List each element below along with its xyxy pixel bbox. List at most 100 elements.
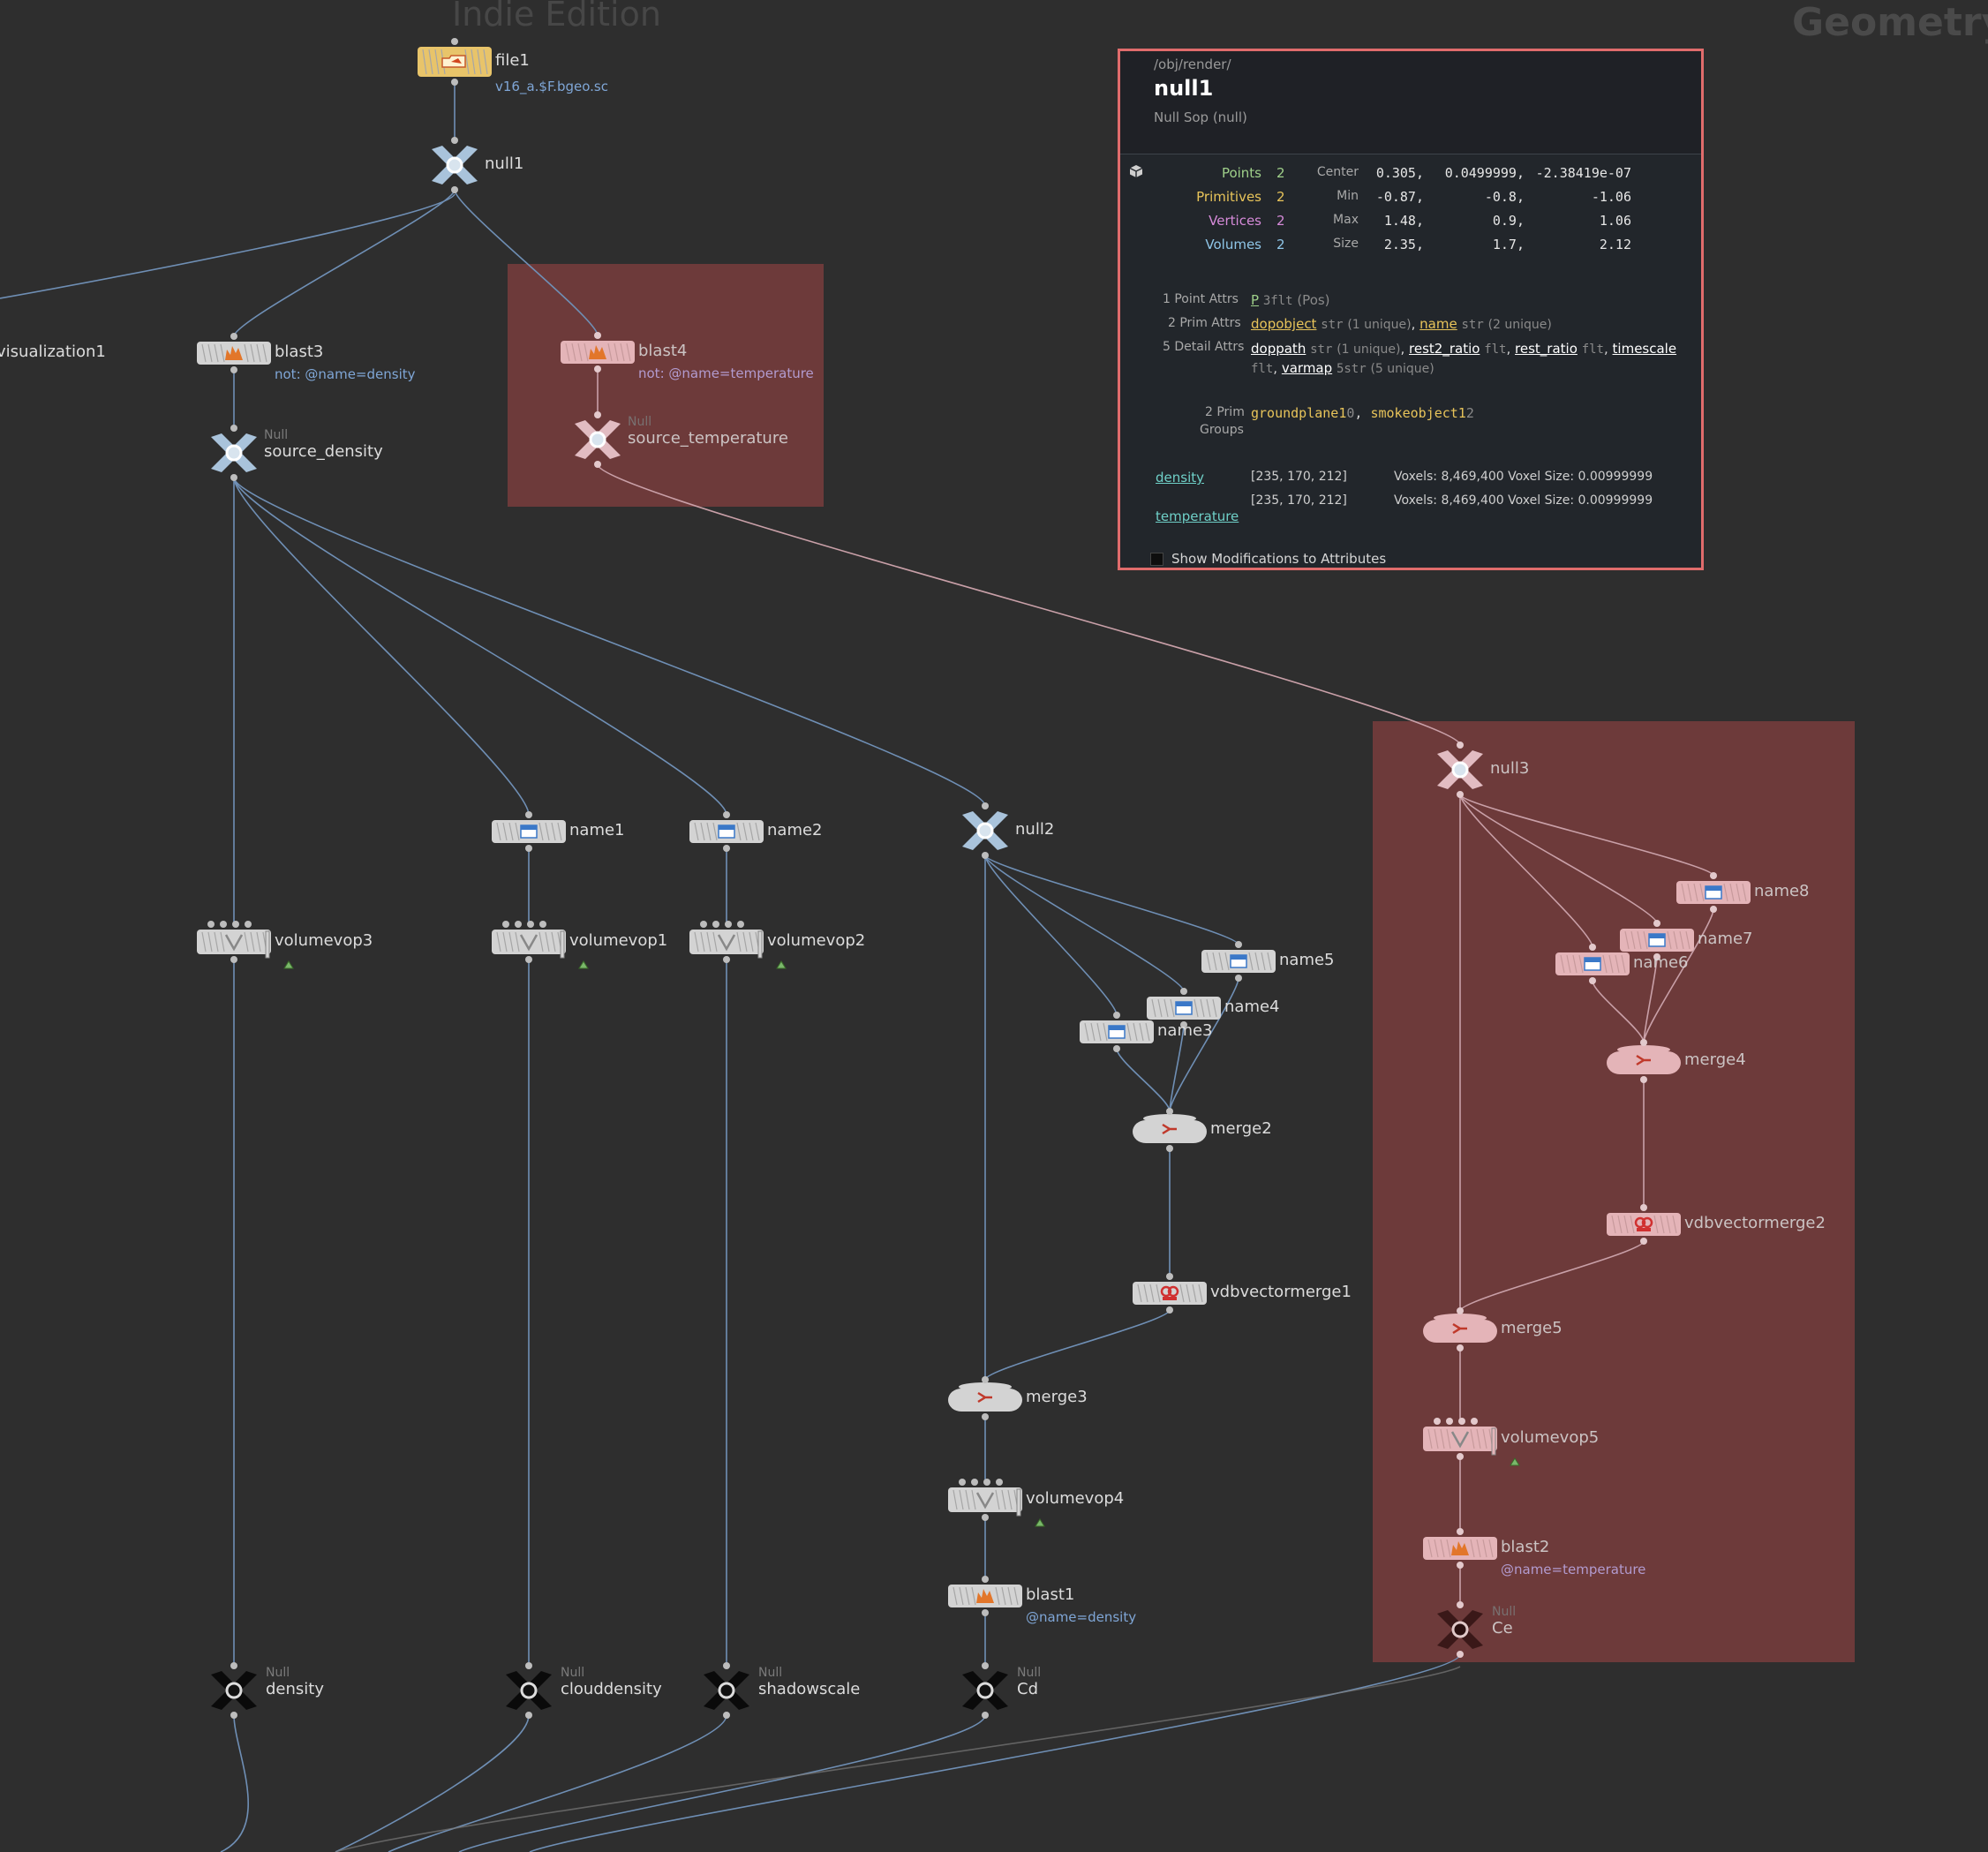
node-label[interactable]: name8	[1754, 882, 1810, 900]
wire-source_density-null2[interactable]	[233, 477, 986, 807]
node-label[interactable]: blast2	[1501, 1538, 1550, 1556]
node-label[interactable]: volumevop3	[275, 931, 373, 950]
node-label[interactable]: null2	[1015, 820, 1055, 839]
node-shape[interactable]	[556, 327, 639, 377]
node-shape[interactable]	[694, 1658, 759, 1723]
node-label[interactable]: merge2	[1210, 1119, 1272, 1138]
node-shape[interactable]	[192, 916, 275, 967]
wire-null3-name8[interactable]	[1459, 794, 1714, 877]
node-shape[interactable]	[1602, 1035, 1685, 1088]
node-shape[interactable]	[424, 132, 486, 198]
node-label[interactable]: volumevop1	[569, 931, 668, 950]
network-box-temperature-source[interactable]	[508, 264, 824, 507]
node-label[interactable]: name4	[1224, 998, 1280, 1016]
node-shape[interactable]	[192, 328, 275, 378]
node-label[interactable]: volumevop5	[1501, 1428, 1600, 1447]
node-shape[interactable]	[1128, 1103, 1211, 1156]
wire-name3-merge2[interactable]	[1116, 1048, 1171, 1112]
wire-Cd-out[interactable]	[458, 1714, 986, 1852]
wire-source_temperature-null3[interactable]	[597, 463, 1461, 746]
node-shape[interactable]	[1615, 915, 1698, 965]
wire-shadowscale-out[interactable]	[388, 1714, 727, 1852]
node-shape[interactable]	[203, 420, 265, 486]
node-shape[interactable]	[1419, 1413, 1502, 1464]
node-shape[interactable]	[953, 1658, 1018, 1723]
node-label[interactable]: blast3	[275, 343, 324, 361]
node-label[interactable]: source_temperature	[628, 429, 788, 448]
node-shape[interactable]	[944, 1474, 1027, 1525]
node-shape[interactable]	[1128, 1269, 1211, 1318]
attr-varmap[interactable]: varmap	[1281, 360, 1333, 376]
node-label[interactable]: vdbvectormerge1	[1210, 1283, 1352, 1301]
node-label[interactable]: shadowscale	[758, 1680, 861, 1698]
wire-faint-out[interactable]	[335, 1666, 1461, 1852]
node-label[interactable]: clouddensity	[561, 1680, 662, 1698]
attr-rest-ratio[interactable]: rest_ratio	[1515, 341, 1578, 357]
attr-rest2-ratio[interactable]: rest2_ratio	[1409, 341, 1480, 357]
node-label[interactable]: null3	[1490, 759, 1530, 778]
wire-null1-blast4[interactable]	[454, 189, 599, 336]
node-label[interactable]: volumevop2	[767, 931, 866, 950]
attr-dopobject[interactable]: dopobject	[1251, 316, 1317, 332]
wire-null1-visualization1[interactable]	[0, 193, 456, 299]
node-shape[interactable]	[1672, 868, 1755, 917]
node-label[interactable]: blast1	[1026, 1585, 1075, 1604]
node-label[interactable]: name6	[1633, 953, 1689, 972]
node-shape[interactable]	[944, 1372, 1027, 1425]
node-shape[interactable]	[1602, 1200, 1685, 1249]
wire-null1-blast3[interactable]	[233, 189, 456, 337]
wire-null3-name7[interactable]	[1459, 794, 1658, 924]
node-visualization1[interactable]: visualization1	[0, 343, 106, 361]
wire-null2-name4[interactable]	[984, 854, 1185, 992]
node-shape[interactable]	[685, 807, 768, 856]
node-label[interactable]: name3	[1157, 1021, 1213, 1040]
group-groundplane1[interactable]: groundplane1	[1251, 405, 1347, 421]
wire-null2-name5[interactable]	[984, 854, 1239, 945]
wire-name4-merge2[interactable]	[1169, 1024, 1185, 1112]
wire-null3-name6[interactable]	[1459, 794, 1593, 948]
wire-source_density-name2[interactable]	[233, 477, 727, 816]
node-shape[interactable]	[1429, 737, 1491, 802]
wire-clouddensity-out[interactable]	[335, 1714, 530, 1852]
node-label[interactable]: source_density	[264, 442, 383, 461]
node-shape[interactable]	[487, 807, 570, 856]
node-shape[interactable]	[487, 916, 570, 967]
node-shape[interactable]	[567, 407, 629, 472]
node-label[interactable]: blast4	[638, 342, 688, 360]
node-label[interactable]: null1	[485, 154, 524, 173]
wire-name5-merge2[interactable]	[1169, 977, 1239, 1112]
node-shape[interactable]	[1427, 1597, 1493, 1662]
wire-vdbvectormerge2-merge5[interactable]	[1459, 1240, 1645, 1312]
network-box-temperature-branch[interactable]	[1373, 721, 1855, 1662]
node-label[interactable]: merge5	[1501, 1319, 1563, 1337]
node-label[interactable]: name1	[569, 821, 625, 839]
node-shape[interactable]	[1075, 1007, 1158, 1057]
attr-name[interactable]: name	[1419, 316, 1457, 332]
node-shape[interactable]	[201, 1658, 267, 1723]
attr-timescale[interactable]: timescale	[1612, 341, 1677, 357]
wire-name6-merge4[interactable]	[1592, 980, 1645, 1043]
volume-name-temperature[interactable]: temperature	[1156, 508, 1239, 524]
node-shape[interactable]	[1551, 939, 1634, 989]
node-label[interactable]: vdbvectormerge2	[1684, 1214, 1826, 1232]
wire-null2-name3[interactable]	[984, 854, 1118, 1016]
node-shape[interactable]	[1419, 1303, 1502, 1356]
node-shape[interactable]	[1142, 983, 1225, 1033]
node-info-panel[interactable]: /obj/render/ null1 Null Sop (null) Point…	[1118, 49, 1704, 570]
wire-density-out[interactable]	[220, 1714, 249, 1852]
node-shape[interactable]	[1419, 1524, 1502, 1573]
node-shape[interactable]	[954, 798, 1016, 863]
node-label[interactable]: merge3	[1026, 1388, 1088, 1406]
node-label[interactable]: merge4	[1684, 1050, 1746, 1069]
node-shape[interactable]	[413, 34, 496, 90]
wire-name8-merge4[interactable]	[1643, 908, 1714, 1043]
node-label[interactable]: density	[266, 1680, 324, 1698]
node-label[interactable]: name7	[1698, 930, 1753, 948]
wire-Ce-out[interactable]	[529, 1653, 1461, 1852]
attr-doppath[interactable]: doppath	[1251, 341, 1307, 357]
node-label[interactable]: name2	[767, 821, 823, 839]
group-smokeobject1[interactable]: smokeobject1	[1370, 405, 1466, 421]
wire-name7-merge4[interactable]	[1643, 956, 1658, 1043]
wire-source_density-name1[interactable]	[233, 477, 530, 816]
